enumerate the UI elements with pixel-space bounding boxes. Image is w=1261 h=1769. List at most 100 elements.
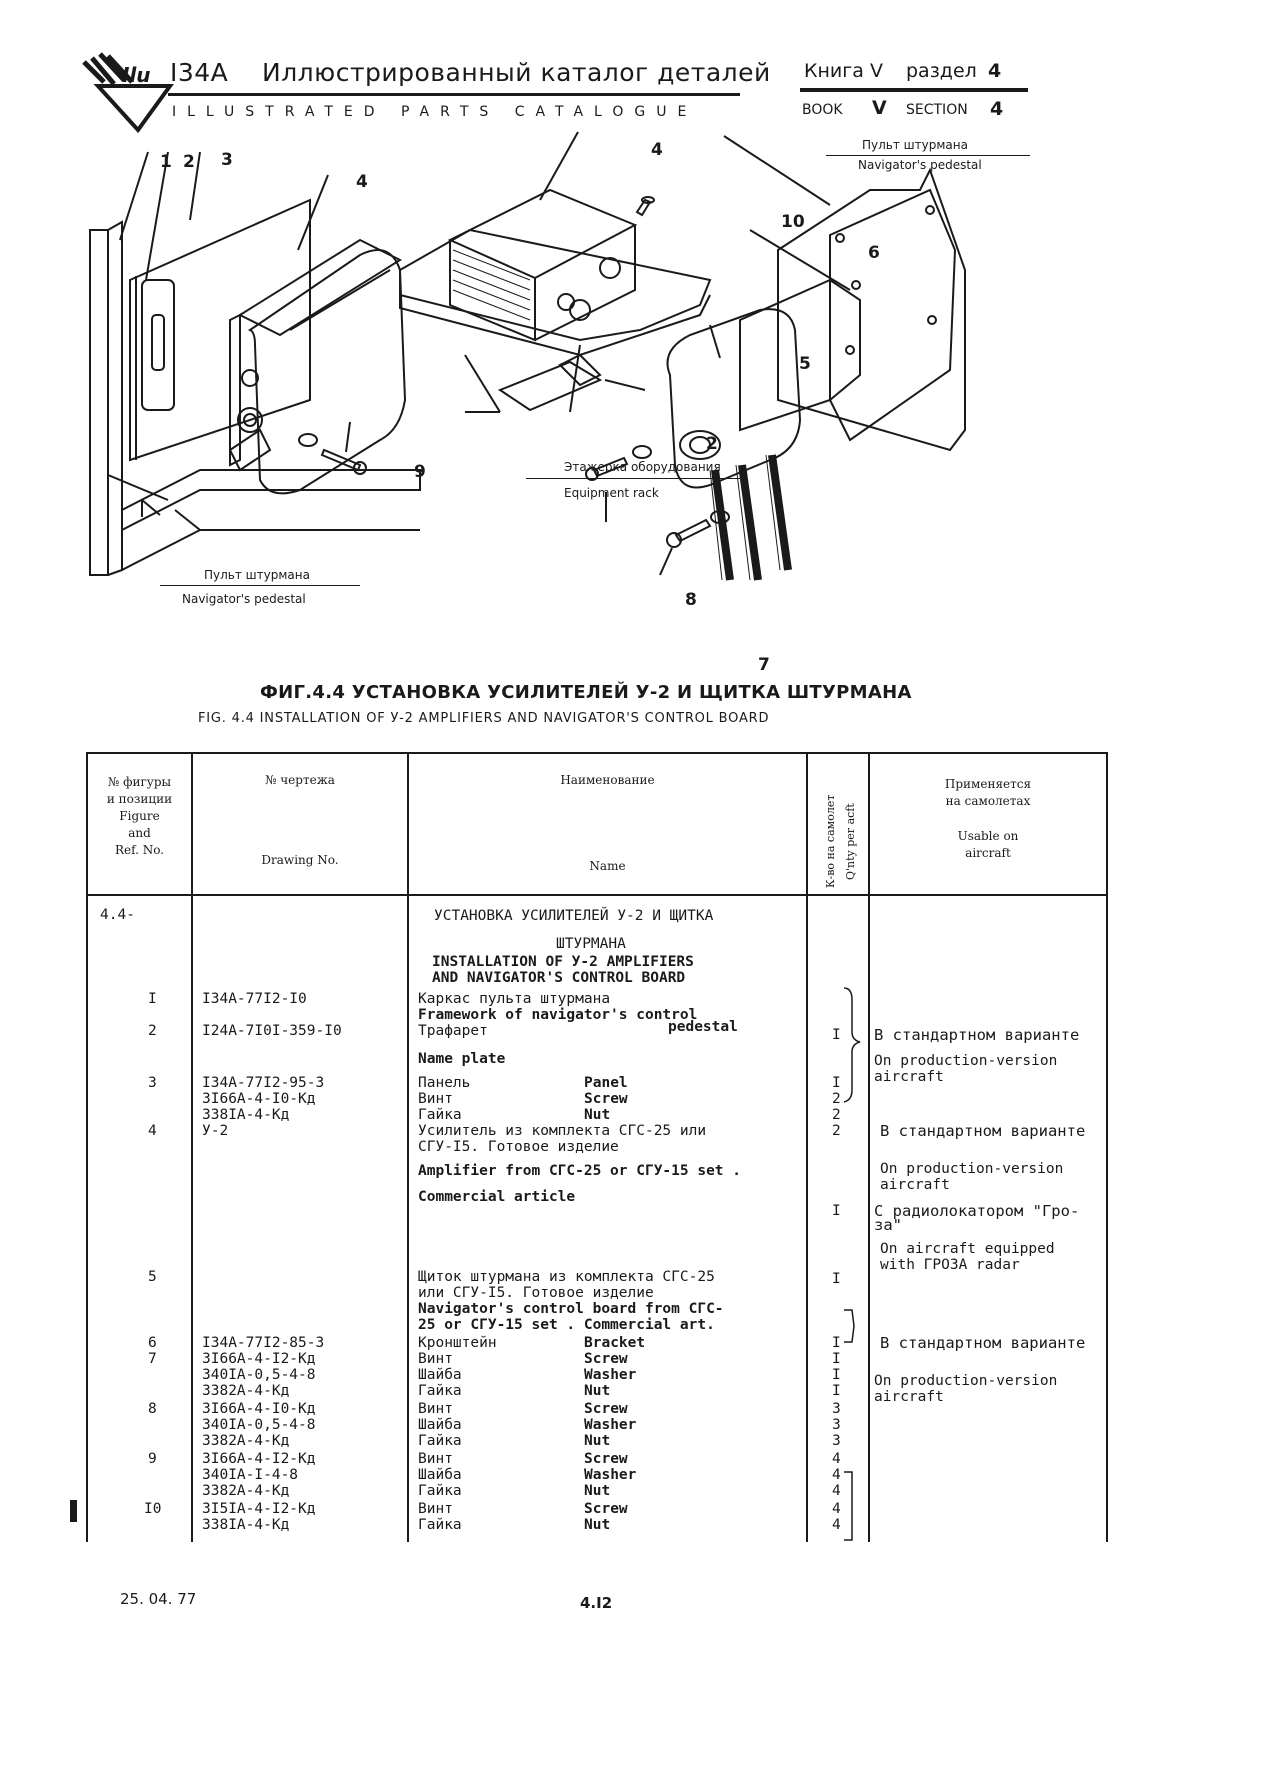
usable-2-ru: В стандартном варианте [880, 1122, 1086, 1140]
header-usable-en-2: aircraft [965, 846, 1011, 860]
row-name-ru: Шайба [418, 1417, 462, 1433]
row-qty: I [832, 1367, 841, 1383]
row-qty: 4 [832, 1451, 841, 1467]
row-name-en: Commercial article [418, 1189, 576, 1205]
row-ref: 3 [148, 1075, 157, 1091]
row-drawing: 3I66A-4-I0-Кд [202, 1401, 316, 1417]
header-fig-ru-2: и позиции [106, 792, 173, 806]
qty-braces [843, 987, 861, 1541]
row-name-ru: Гайка [418, 1483, 462, 1499]
book-num-en: V [872, 97, 887, 119]
row-name-ru: Гайка [418, 1433, 462, 1449]
row-name-ru: Винт [418, 1091, 453, 1107]
row-name-ru: Винт [418, 1451, 453, 1467]
row-qty: 4 [832, 1501, 841, 1517]
section-label-en: SECTION [906, 102, 968, 118]
row-qty: I [832, 1203, 841, 1219]
label-pedestal-en-bottom: Navigator's pedestal [182, 592, 306, 606]
header-fig-ru-1: № фигуры [107, 775, 172, 789]
book-rule [800, 88, 1028, 92]
row-drawing: 3I66A-4-I2-Кд [202, 1351, 316, 1367]
header-title-en: ILLUSTRATED PARTS CATALOGUE [172, 104, 698, 120]
table-header-border [86, 894, 1108, 896]
row-ref: I0 [144, 1501, 162, 1517]
usable-3-ru: С радиолокатором "Гро- за" [874, 1202, 1080, 1234]
header-name-ru: Наименование [560, 773, 655, 787]
row-name-ru-cont: СГУ-I5. Готовое изделие [418, 1139, 619, 1155]
row-name-en: Bracket [584, 1335, 646, 1351]
row-name-en: Screw [584, 1501, 628, 1517]
row-ref: 2 [148, 1023, 157, 1039]
group-title-ru-2: ШТУРМАНА [556, 936, 626, 952]
header-drawing-en: Drawing No. [261, 853, 339, 867]
book-label-en: BOOK [802, 102, 843, 118]
figure-caption-ru: ФИГ.4.4 УСТАНОВКА УСИЛИТЕЛЕЙ У-2 И ЩИТКА… [260, 682, 912, 703]
callout-9: 9 [414, 462, 426, 482]
row-qty: 4 [832, 1517, 841, 1533]
col-border-3 [806, 752, 808, 1542]
section-label-ru: раздел [906, 60, 977, 82]
header-fig-en-1: Figure [119, 809, 160, 823]
manufacturer-logo: Ilu [82, 52, 174, 134]
col-border-0 [86, 752, 88, 1542]
row-drawing: I34A-77I2-85-3 [202, 1335, 325, 1351]
row-name-ru: Винт [418, 1351, 453, 1367]
col-border-5 [1106, 752, 1108, 1542]
row-qty: 3 [832, 1401, 841, 1417]
callout-7: 7 [758, 655, 770, 675]
svg-text:Ilu: Ilu [122, 63, 151, 87]
col-border-1 [191, 752, 193, 1542]
usable-4-ru: В стандартном варианте [880, 1334, 1086, 1352]
row-name-ru: Каркас пульта штурмана [418, 991, 611, 1007]
row-name-en-cont: 25 or СГУ-15 set . Commercial art. [418, 1317, 715, 1333]
callout-2-center: 2 [706, 434, 718, 454]
callout-2-left: 2 [183, 152, 195, 172]
row-qty: 4 [832, 1483, 841, 1499]
header-usable: Применяется на самолетах Usable on aircr… [870, 776, 1106, 862]
header-model: I34A [170, 58, 229, 87]
row-qty: 4 [832, 1467, 841, 1483]
row-ref: 7 [148, 1351, 157, 1367]
row-qty: I [832, 1075, 841, 1091]
row-qty: 2 [832, 1123, 841, 1139]
row-name-ru: Винт [418, 1401, 453, 1417]
row-name-en: Nut [584, 1517, 611, 1533]
row-drawing: 338IA-4-Кд [202, 1107, 290, 1123]
header-name-en: Name [589, 859, 626, 873]
usable-2-en-2: aircraft [880, 1177, 950, 1193]
row-name-en: Amplifier from СГС-25 or СГУ-15 set . [418, 1163, 742, 1179]
usable-3-en-1: On aircraft equipped [880, 1241, 1055, 1257]
margin-marker [70, 1500, 77, 1522]
footer-date: 25. 04. 77 [120, 1590, 197, 1608]
row-drawing: I24A-7I0I-359-I0 [202, 1023, 342, 1039]
row-drawing: I34A-77I2-I0 [202, 991, 307, 1007]
header-fig-ref: № фигуры и позиции Figure and Ref. No. [88, 774, 191, 859]
group-title-en-2: AND NAVIGATOR'S CONTROL BOARD [432, 970, 686, 986]
row-name-en: Navigator's control board from СГС- [418, 1301, 724, 1317]
usable-4-en-2: aircraft [874, 1389, 944, 1405]
label-rule-bottom [160, 585, 360, 586]
row-ref: 6 [148, 1335, 157, 1351]
row-name-ru: Винт [418, 1501, 453, 1517]
row-drawing: I34A-77I2-95-3 [202, 1075, 325, 1091]
group-title-en-1: INSTALLATION OF У-2 AMPLIFIERS [432, 954, 694, 970]
usable-3-en-2: with ГРОЗА radar [880, 1257, 1020, 1273]
row-qty: 2 [832, 1091, 841, 1107]
row-name-ru: Панель [418, 1075, 471, 1091]
label-rack-en: Equipment rack [564, 486, 659, 500]
row-qty: 2 [832, 1107, 841, 1123]
label-pedestal-en-top: Navigator's pedestal [858, 158, 982, 172]
row-name-ru: Гайка [418, 1107, 462, 1123]
header-usable-ru-1: Применяется [944, 777, 1032, 791]
row-name-en: Nut [584, 1107, 611, 1123]
row-name-ru: Гайка [418, 1517, 462, 1533]
usable-1-ru: В стандартном варианте [874, 1026, 1080, 1044]
row-drawing: У-2 [202, 1123, 229, 1139]
label-rack-ru: Этажерка оборудования [564, 460, 721, 474]
row-name-en: Screw [584, 1351, 628, 1367]
row-name-ru: Трафарет [418, 1023, 488, 1039]
row-name-en: Washer [584, 1367, 637, 1383]
book-num-ru: V [870, 60, 883, 82]
row-name-en-cont: pedestal [668, 1019, 738, 1035]
header-title-ru: Иллюстрированный каталог деталей [262, 58, 771, 87]
